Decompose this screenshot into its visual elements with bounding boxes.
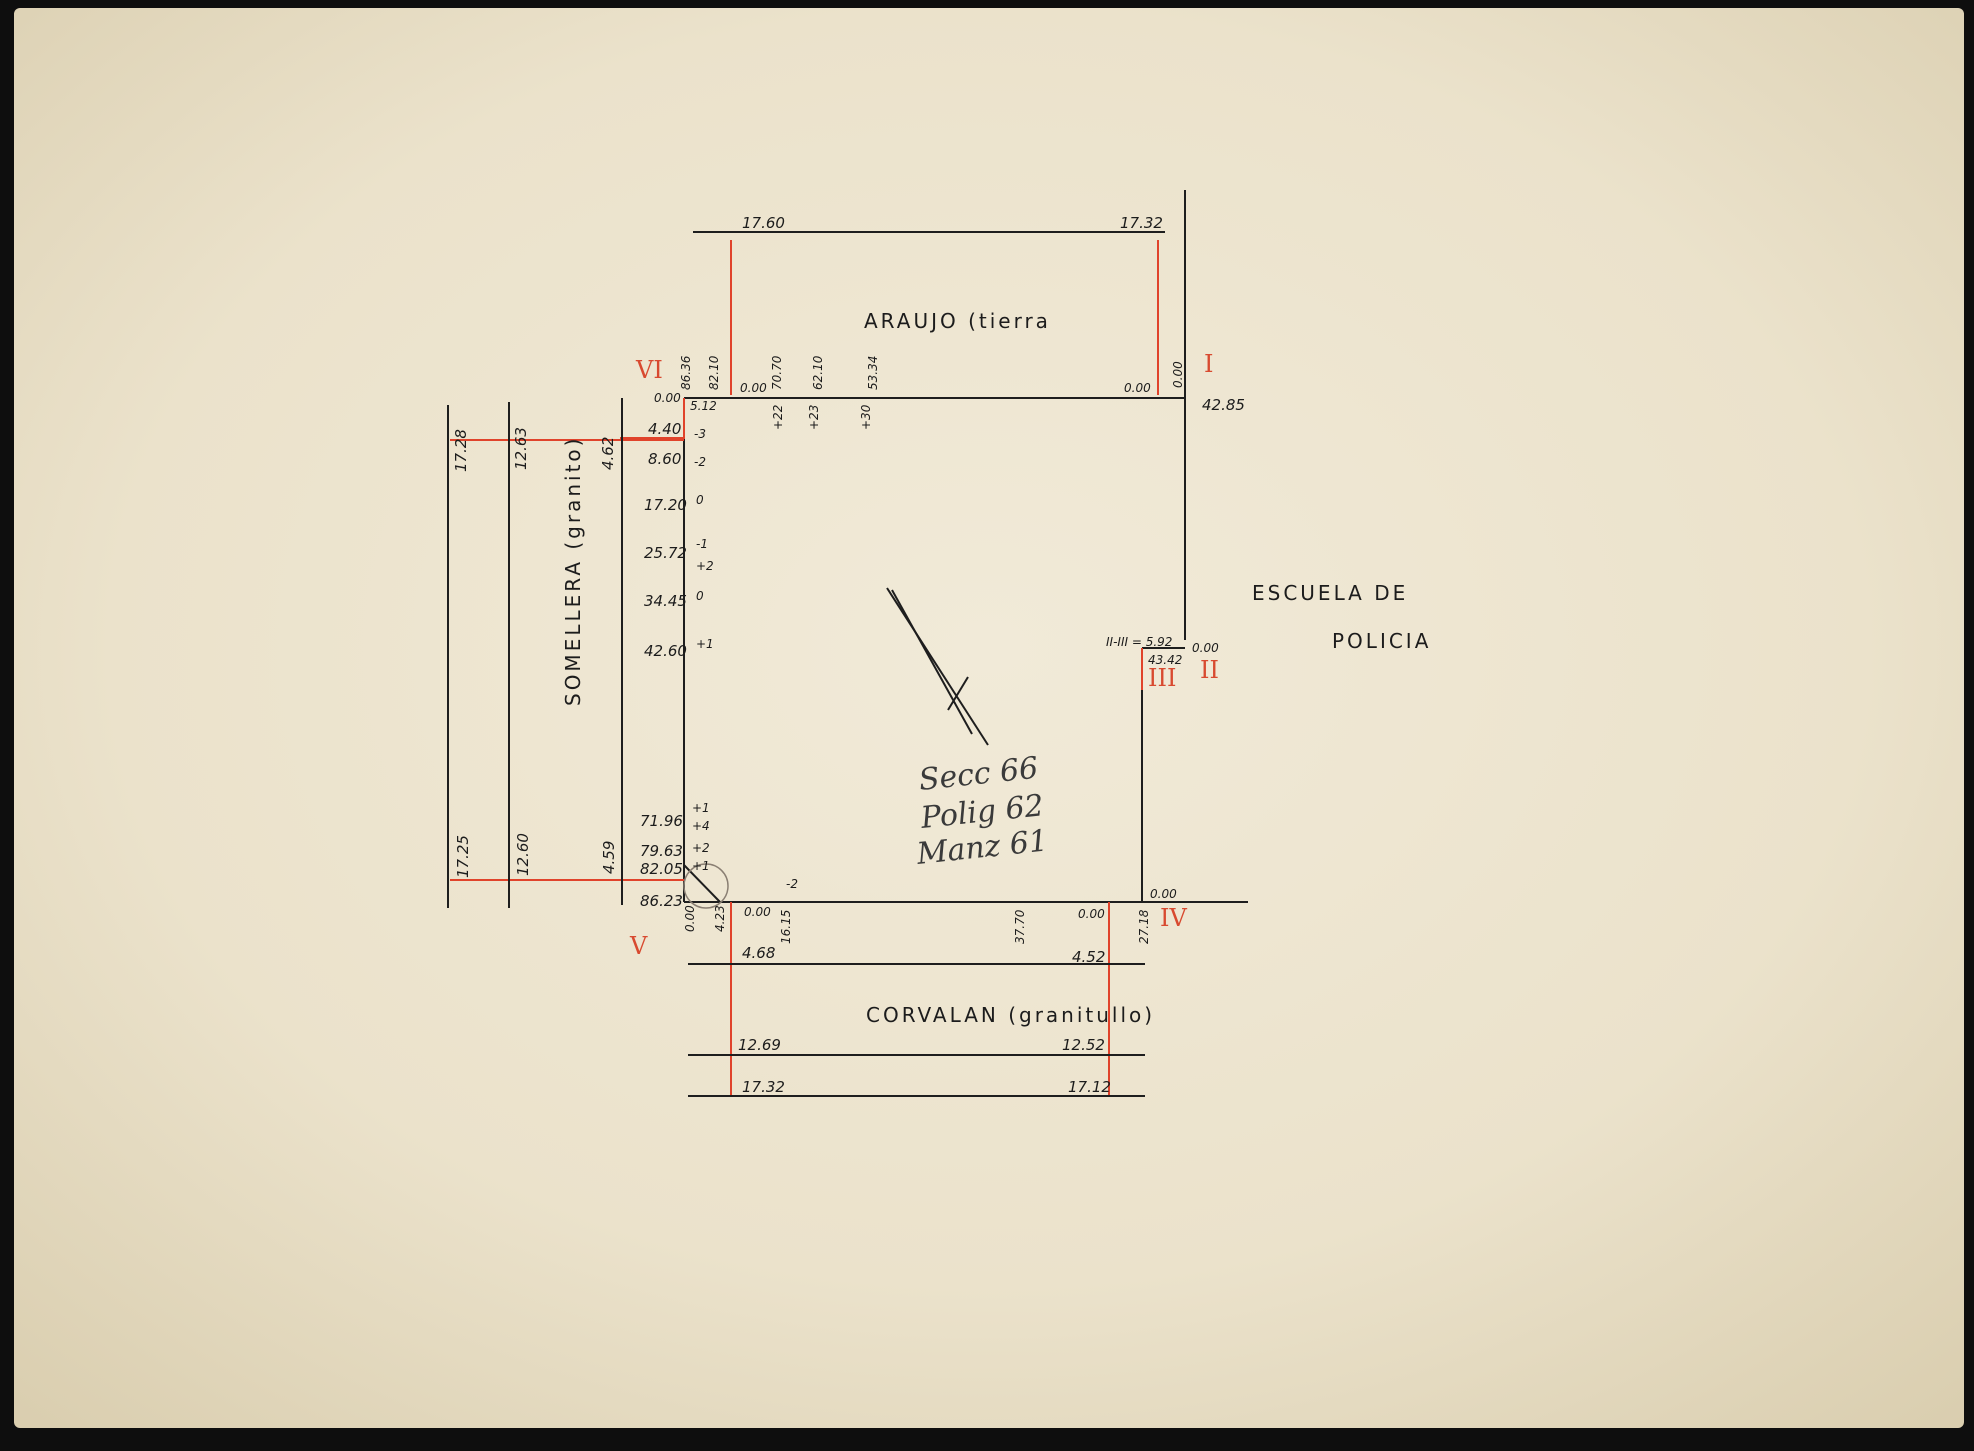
left-offset: +1 (692, 859, 710, 873)
left-offset: 5.12 (690, 399, 717, 413)
top-edge-offset: +22 (771, 405, 785, 430)
top-street-left: 17.60 (742, 214, 785, 232)
bottom-edge-value: 0.00 (1078, 907, 1105, 921)
left-edge-value: 71.96 (640, 812, 683, 830)
left-edge-value: 79.63 (640, 842, 683, 860)
bottom-street-value: 12.52 (1062, 1036, 1105, 1054)
west-street-value: 4.59 (600, 841, 618, 874)
top-edge-offset: +30 (859, 404, 873, 430)
west-street-value: 12.63 (512, 427, 530, 470)
top-edge-offset: +23 (807, 405, 821, 430)
top-edge-value: 53.34 (866, 356, 880, 390)
top-edge-value: 62.10 (811, 355, 825, 390)
top-edge-value: 0.00 (740, 381, 767, 395)
bottom-street-value: 17.32 (742, 1078, 785, 1096)
street-label-west: SOMELLERA (granito) (561, 436, 585, 706)
left-edge-value: 8.60 (648, 450, 681, 468)
north-arrow (947, 676, 969, 711)
bottom-edge-value: 0.00 (744, 905, 771, 919)
left-edge-value: 0.00 (654, 391, 681, 405)
street-label-north: ARAUJO (tierra (864, 309, 1051, 333)
east-corner-zero: 0.00 (1192, 641, 1219, 655)
top-edge-value: 0.00 (1171, 361, 1185, 388)
west-street-value: 12.60 (514, 833, 532, 876)
bottom-edge-value: 27.18 (1137, 909, 1151, 944)
left-edge-value: 17.20 (644, 496, 687, 514)
top-edge-value: 86.36 (679, 355, 693, 390)
bottom-edge-value: 0.00 (1150, 887, 1177, 901)
bottom-street-value: 4.52 (1072, 948, 1105, 966)
left-offset: +1 (692, 801, 710, 815)
vertex-label: III (1148, 664, 1176, 692)
left-offset: -2 (694, 455, 706, 469)
left-offset: -3 (694, 427, 706, 441)
bottom-edge-offset: -2 (786, 877, 798, 891)
left-edge-value: 82.05 (640, 860, 683, 878)
bottom-edge-value: 37.70 (1013, 909, 1027, 944)
left-offset: +4 (692, 819, 710, 833)
top-street-right: 17.32 (1120, 214, 1163, 232)
street-label-south: CORVALAN (granitullo) (866, 1003, 1155, 1027)
left-edge-value: 86.23 (640, 892, 683, 910)
left-edge-value: 34.45 (644, 592, 687, 610)
bottom-street-value: 12.69 (738, 1036, 781, 1054)
bottom-edge-value: 0.00 (683, 905, 697, 932)
west-street-value: 4.62 (599, 437, 617, 470)
top-edge-value: 0.00 (1124, 381, 1151, 395)
west-street-value: 17.25 (454, 835, 472, 878)
vertex-label: V (629, 932, 648, 960)
east-corner-label: II-III = 5.92 (1106, 635, 1172, 649)
left-offset: -1 (696, 537, 708, 551)
east-label-line1: ESCUELA DE (1252, 581, 1408, 605)
bottom-street-value: 17.12 (1068, 1078, 1111, 1096)
east-label-line2: POLICIA (1332, 629, 1431, 653)
vertex-label: II (1200, 656, 1219, 684)
left-edge-value: 4.40 (648, 420, 681, 438)
bottom-edge-value: 4.23 (713, 905, 727, 932)
red-offset-line (620, 398, 685, 439)
left-offset: +2 (692, 841, 710, 855)
top-edge-value: 70.70 (770, 355, 784, 390)
vertex-label: IV (1160, 904, 1187, 932)
north-arrow (891, 589, 973, 735)
bottom-street-value: 4.68 (742, 944, 775, 962)
left-offset: 0 (696, 589, 704, 603)
vertex-label: I (1204, 350, 1213, 378)
bottom-edge-value: 16.15 (779, 910, 793, 944)
left-offset: +2 (696, 559, 714, 573)
top-edge-value: 42.85 (1202, 396, 1245, 414)
paper-background (14, 8, 1964, 1428)
left-offset: +1 (696, 637, 714, 651)
east-corner-value: 43.42 (1148, 653, 1182, 667)
top-edge-value: 82.10 (707, 355, 721, 390)
left-offset: 0 (696, 493, 704, 507)
left-edge-value: 25.72 (644, 544, 687, 562)
chamfer-circle (683, 863, 729, 909)
west-street-value: 17.28 (452, 429, 470, 472)
vertex-label: VI (635, 356, 663, 384)
north-arrow (886, 587, 989, 746)
left-edge-value: 42.60 (644, 642, 687, 660)
